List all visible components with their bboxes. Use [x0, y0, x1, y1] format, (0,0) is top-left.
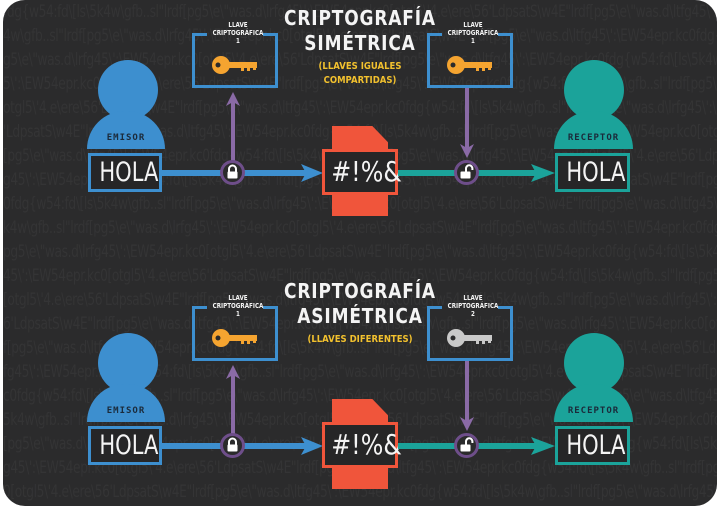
key-to-unlock-line — [465, 88, 469, 148]
key-icon — [212, 329, 257, 347]
ciphertext-box: #!%& — [322, 149, 402, 195]
sender-role-label: EMISOR — [106, 406, 146, 416]
receiver-message-box: HOLA — [555, 426, 630, 465]
receiver-avatar-body: RECEPTOR — [554, 111, 633, 149]
sender-avatar-head — [98, 333, 158, 393]
sender-message-box: HOLA — [88, 426, 162, 465]
key-to-unlock-line — [465, 361, 469, 421]
key-to-lock-line — [231, 100, 235, 162]
receiver-role-label: RECEPTOR — [567, 406, 620, 416]
key-icon — [212, 56, 257, 74]
arrow-right-icon — [301, 164, 323, 182]
section-title: CRIPTOGRAFÍA ASIMÉTRICA — [284, 279, 436, 328]
receiver-avatar-head — [564, 333, 624, 393]
section-subtitle: (LLAVES DIFERENTES) — [307, 334, 413, 345]
receiver-role-label: RECEPTOR — [567, 133, 620, 143]
lock-closed-icon — [220, 433, 245, 458]
sender-role-label: EMISOR — [106, 133, 146, 143]
lock-open-icon — [454, 433, 479, 458]
arrow-right-icon — [531, 164, 555, 182]
sender-avatar-body: EMISOR — [87, 111, 165, 149]
section-subtitle: (LLAVES IGUALES COMPARTIDAS) — [318, 61, 402, 86]
receiver-message-box: HOLA — [555, 153, 630, 192]
asymmetric-section: CRIPTOGRAFÍA ASIMÉTRICA (LLAVES DIFERENT… — [3, 273, 717, 506]
key-icon — [447, 329, 492, 347]
arrow-up-icon — [226, 92, 240, 106]
arrow-down-icon — [460, 417, 474, 431]
key-icon — [447, 56, 492, 74]
lock-closed-icon — [220, 160, 245, 185]
receiver-avatar-head — [564, 60, 624, 120]
lock-open-icon — [454, 160, 479, 185]
arrow-right-icon — [531, 437, 555, 455]
symmetric-section: CRIPTOGRAFÍA SIMÉTRICA (LLAVES IGUALES C… — [3, 0, 717, 250]
sender-message-box: HOLA — [88, 153, 162, 192]
section-title: CRIPTOGRAFÍA SIMÉTRICA — [284, 6, 436, 55]
key-to-lock-line — [231, 373, 235, 435]
infographic-panel: fdg{w54:fd\[ls\5k4w\gfb..sl"lrdf[pg5\e\"… — [3, 0, 717, 506]
receiver-avatar-body: RECEPTOR — [554, 384, 633, 422]
arrow-up-icon — [226, 365, 240, 379]
arrow-down-icon — [460, 144, 474, 158]
ciphertext-box: #!%& — [322, 422, 402, 468]
arrow-right-icon — [301, 437, 323, 455]
sender-avatar-head — [98, 60, 158, 120]
sender-avatar-body: EMISOR — [87, 384, 165, 422]
